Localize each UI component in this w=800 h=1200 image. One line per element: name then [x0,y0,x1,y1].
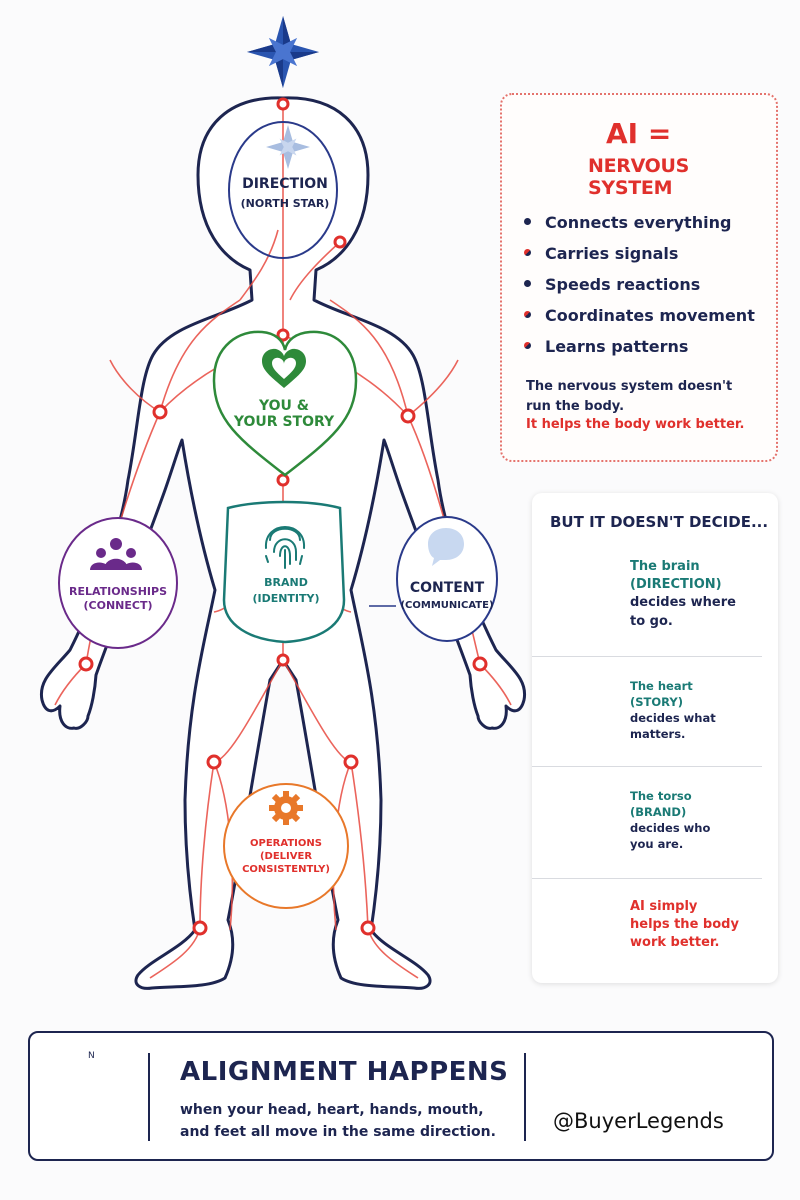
operations-label-line3: CONSISTENTLY) [242,864,330,875]
divider [532,766,762,767]
relationships-oval [58,517,178,649]
footer-title: ALIGNMENT HAPPENS [180,1057,509,1087]
footer-handle: @BuyerLegends [553,1109,724,1133]
story-label-line1: YOU & [259,398,309,414]
operations-label-line2: (DELIVER [259,851,313,862]
list-item: Connects everything [524,207,755,238]
nervous-system-title: NERVOUS SYSTEM [588,155,690,199]
nerve-nodes [78,97,488,936]
divider [148,1053,150,1141]
people-icon [90,538,142,570]
content-sub-label: (COMMUNICATE) [400,600,494,611]
story-label-line2: YOUR STORY [233,414,335,430]
content-label: CONTENT [409,580,485,596]
ai-bullet-list: Connects everything Carries signals Spee… [524,207,755,362]
list-item: Learns patterns [524,331,755,362]
ai-note-highlight: It helps the body work better. [526,417,745,432]
divider [532,878,762,879]
ai-nervous-system-panel: AI = NERVOUS SYSTEM Connects everything … [500,93,778,462]
divider [524,1053,526,1141]
brand-label: BRAND [264,576,308,589]
list-item: Coordinates movement [524,300,755,331]
footer-text: when your head, heart, hands, mouth, and… [180,1102,496,1140]
head-oval [228,121,338,259]
small-heart-icon [262,348,306,388]
small-north-star-icon [266,125,310,169]
fingerprint-icon [264,526,306,569]
divider [532,656,762,657]
speech-bubble-icon [428,528,464,566]
operations-label-line1: OPERATIONS [250,838,322,849]
operations-circle [223,783,349,909]
heart-outline [212,330,358,477]
north-star-icon [247,16,319,88]
decide-heading: BUT IT DOESN'T DECIDE... [550,513,769,531]
content-oval [396,516,498,642]
relationships-label: RELATIONSHIPS [68,585,167,598]
direction-sub-label: (NORTH STAR) [240,197,330,210]
compass-north-label: N [88,1051,95,1061]
gear-icon [269,791,303,825]
ai-title: AI = [606,117,672,150]
direction-label: DIRECTION [242,176,328,192]
footer-banner: N ALIGNMENT HAPPENS when your head, hear… [28,1031,774,1161]
list-item: Carries signals [524,238,755,269]
brand-shield [222,500,346,644]
relationships-sub-label: (CONNECT) [83,599,153,612]
list-item: Speeds reactions [524,269,755,300]
brand-sub-label: (IDENTITY) [252,592,320,605]
decide-panel: BUT IT DOESN'T DECIDE... The brain (DIRE… [532,493,778,983]
ai-note: The nervous system doesn't run the body. [526,379,733,414]
